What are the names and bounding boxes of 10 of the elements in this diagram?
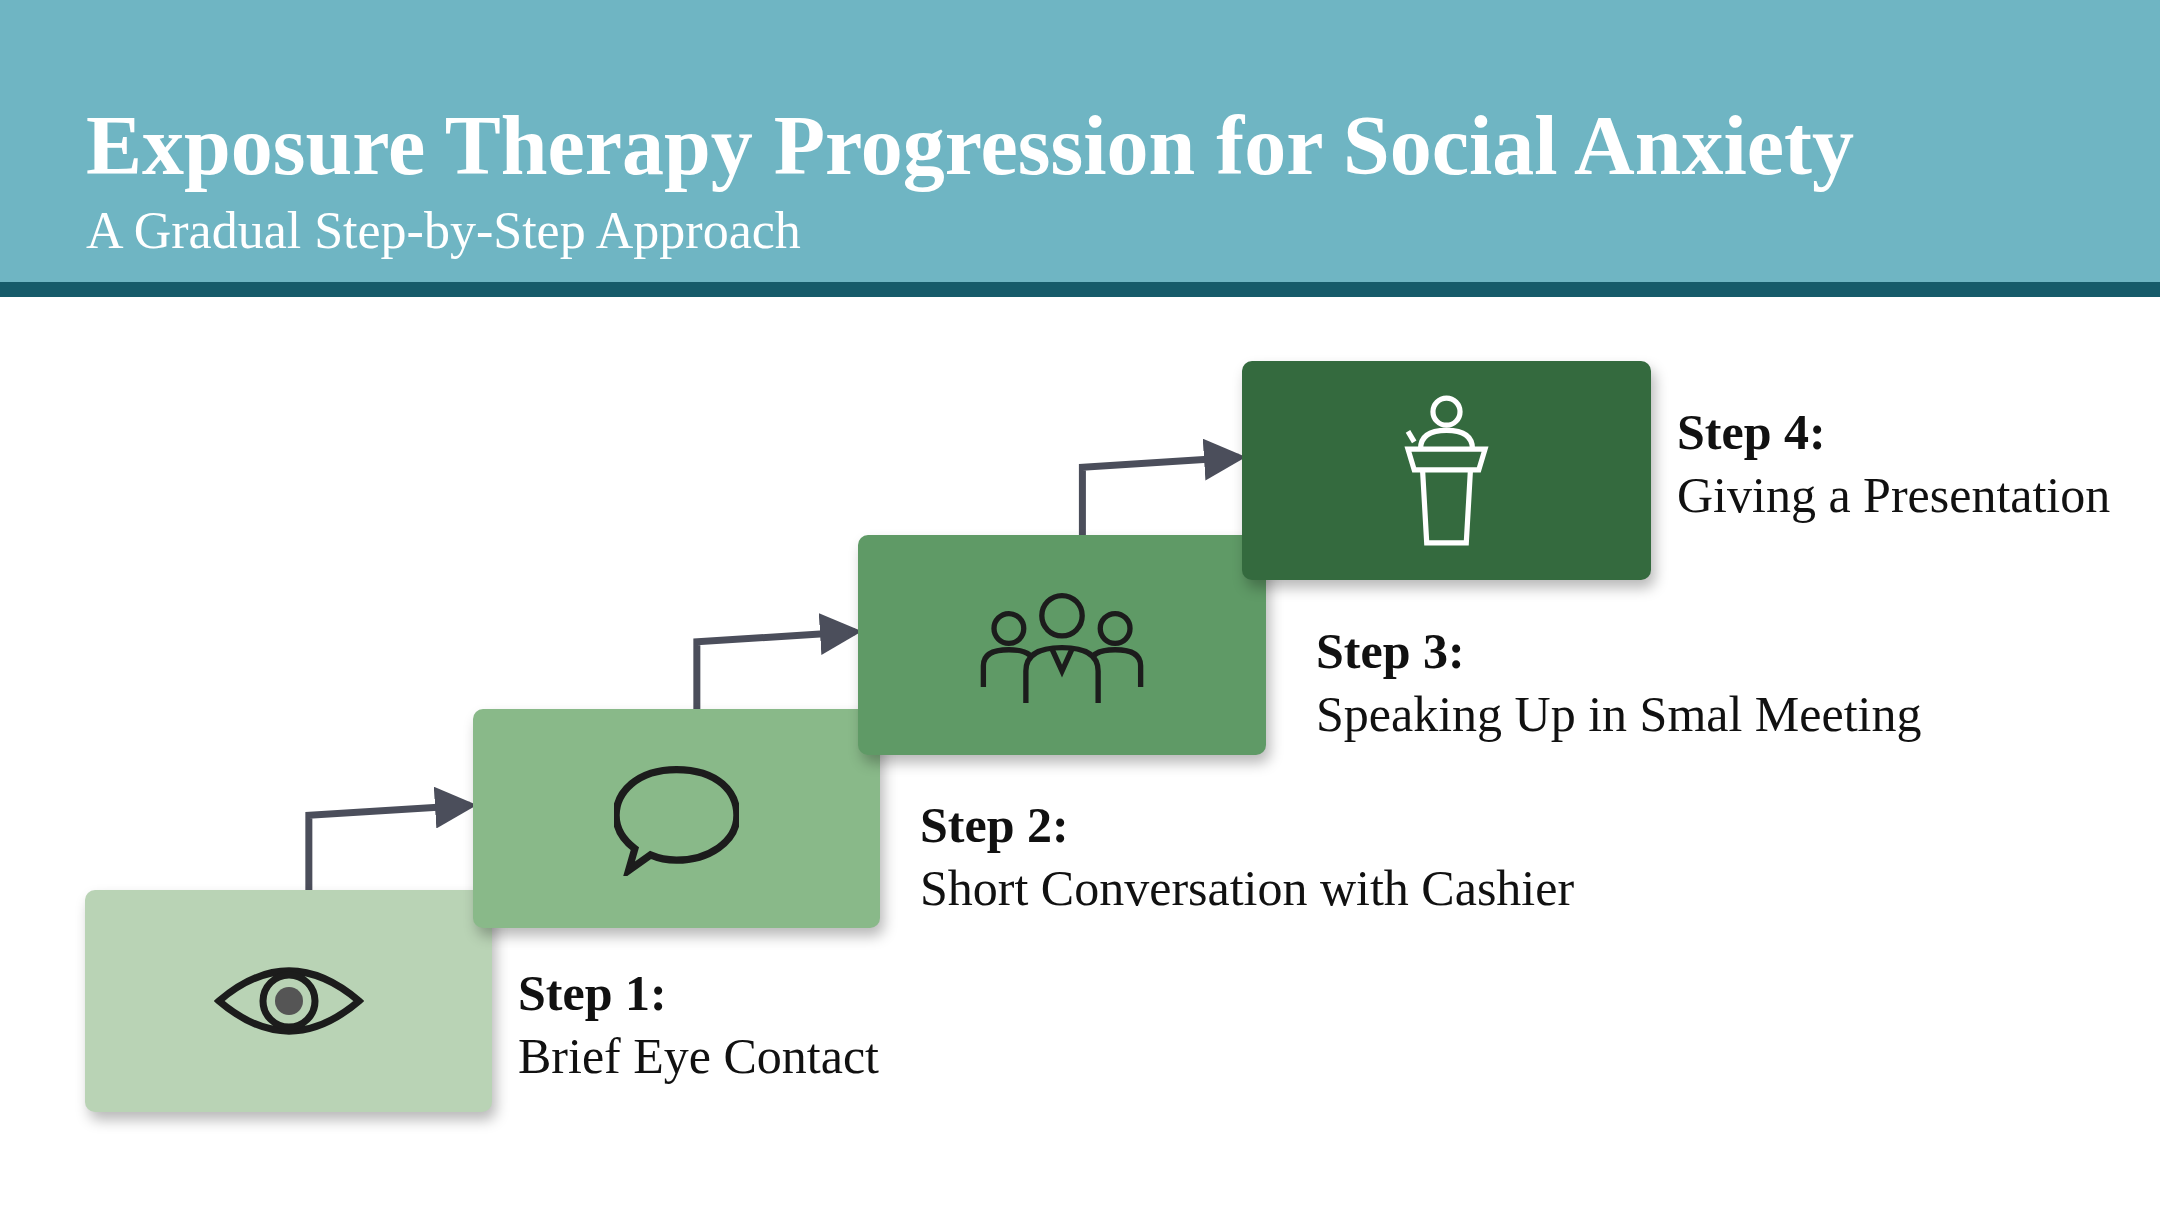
step-description: Giving a Presentation — [1677, 465, 2111, 525]
subtitle: A Gradual Step-by-Step Approach — [86, 202, 801, 260]
step-description: Brief Eye Contact — [518, 1026, 879, 1086]
step-heading: Step 4: — [1677, 403, 1827, 462]
step-heading: Step 1: — [518, 964, 668, 1023]
step-heading: Step 3: — [1316, 622, 1466, 681]
title: Exposure Therapy Progression for Social Anxiety — [86, 100, 1855, 193]
step-description: Speaking Up in Smal Meeting — [1316, 684, 1922, 744]
step-heading: Step 2: — [920, 796, 1070, 855]
step-description: Short Conversation with Cashier — [920, 858, 1575, 918]
